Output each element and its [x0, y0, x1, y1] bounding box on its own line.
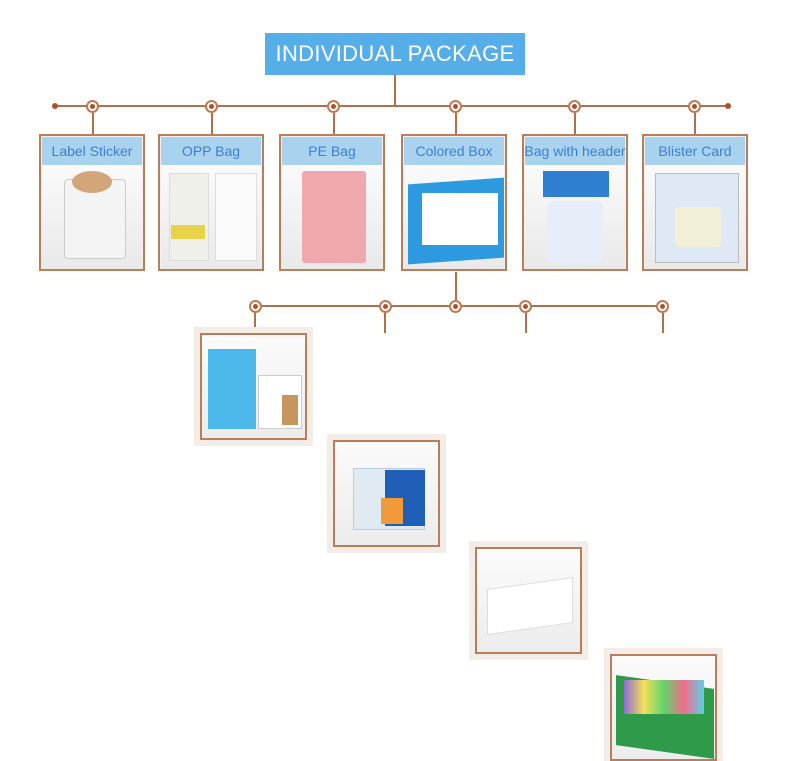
timeline-node — [568, 100, 581, 113]
stem — [574, 113, 576, 135]
bottom-card-cohesive-box — [200, 333, 307, 440]
stem — [254, 313, 256, 333]
timeline-node — [656, 300, 669, 313]
stem — [455, 113, 457, 135]
timeline-node — [327, 100, 340, 113]
bottom-card-white-box — [475, 547, 582, 654]
timeline-node — [86, 100, 99, 113]
product-image — [282, 165, 382, 269]
timeline-node — [205, 100, 218, 113]
card-label-sticker: Label Sticker — [39, 134, 145, 271]
stem — [525, 313, 527, 333]
card-bag-with-header: Bag with header — [522, 134, 628, 271]
page-title: INDIVIDUAL PACKAGE — [265, 33, 525, 75]
timeline-node — [449, 100, 462, 113]
timeline-node — [688, 100, 701, 113]
connector — [394, 75, 396, 106]
card-header: PE Bag — [282, 137, 382, 165]
product-image — [404, 165, 504, 269]
card-header: Label Sticker — [42, 137, 142, 165]
card-colored-box: Colored Box — [401, 134, 507, 271]
stem — [92, 113, 94, 135]
timeline-node — [249, 300, 262, 313]
stem — [211, 113, 213, 135]
stem — [662, 313, 664, 333]
card-header: Colored Box — [404, 137, 504, 165]
bottom-card-sportex-box — [333, 440, 440, 547]
stem — [384, 313, 386, 333]
bottom-card-display-box — [610, 654, 717, 761]
product-image — [42, 165, 142, 269]
card-header: Blister Card — [645, 137, 745, 165]
product-image — [525, 165, 625, 269]
timeline-node — [379, 300, 392, 313]
timeline-end-dot — [725, 103, 731, 109]
product-image — [161, 165, 261, 269]
stem — [333, 113, 335, 135]
card-blister-card: Blister Card — [642, 134, 748, 271]
top-timeline — [55, 105, 728, 107]
connector — [455, 272, 457, 306]
timeline-node — [519, 300, 532, 313]
product-image — [645, 165, 745, 269]
timeline-node — [449, 300, 462, 313]
timeline-end-dot — [52, 103, 58, 109]
card-header: OPP Bag — [161, 137, 261, 165]
card-header: Bag with header — [524, 137, 626, 165]
card-pe-bag: PE Bag — [279, 134, 385, 271]
stem — [694, 113, 696, 135]
card-opp-bag: OPP Bag — [158, 134, 264, 271]
